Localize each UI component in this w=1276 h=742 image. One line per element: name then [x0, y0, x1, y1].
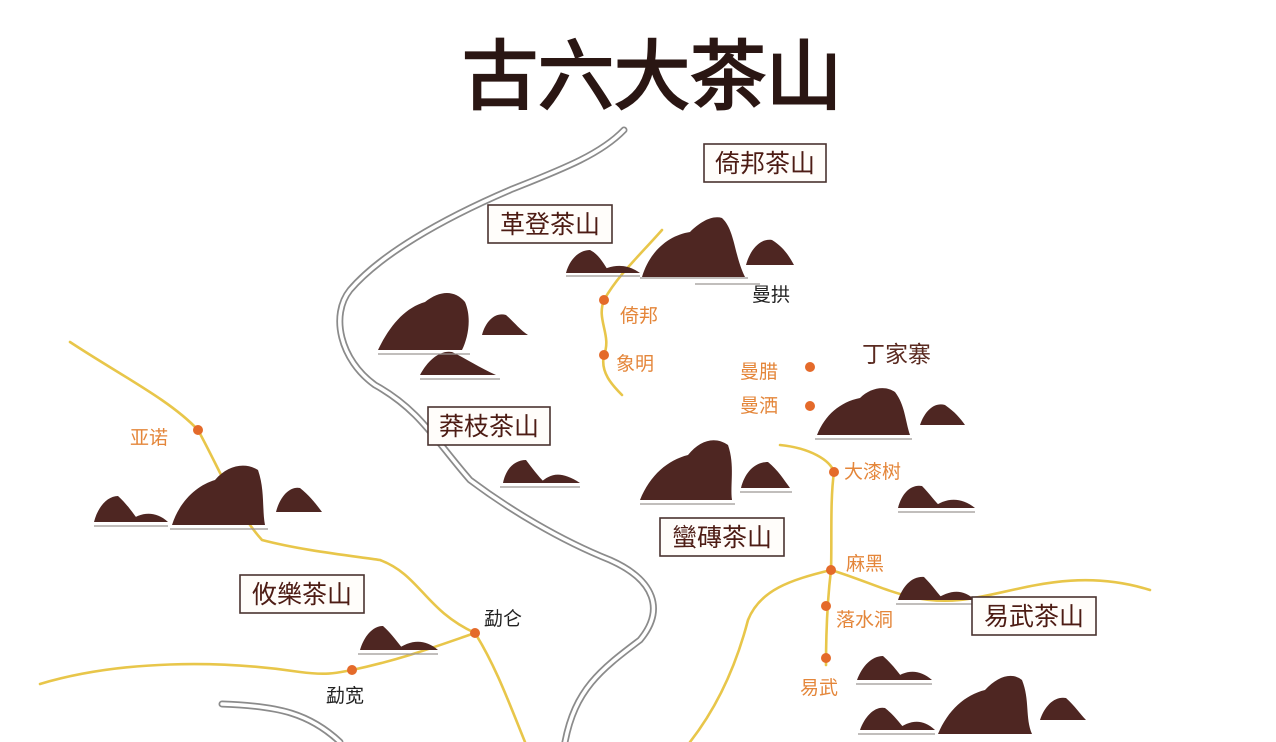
marker-daqishu [829, 467, 839, 477]
region-label-youle: 攸樂茶山 [252, 580, 352, 609]
marker-yibang [599, 295, 609, 305]
region-label-yiwu: 易武茶山 [984, 602, 1084, 631]
mountain-cluster-daqishu [898, 485, 975, 513]
region-yibang[interactable]: 倚邦茶山 [703, 143, 827, 183]
marker-yanuo [193, 425, 203, 435]
place-label-mahei: 麻黑 [846, 553, 884, 575]
region-label-mangzhi: 莽枝茶山 [439, 412, 539, 441]
place-labels: 倚邦 象明 曼腊 曼洒 大漆树 麻黑 落水洞 易武 亚诺 [130, 305, 901, 699]
roads [38, 228, 1152, 742]
place-label-luoshuidong: 落水洞 [836, 609, 893, 631]
place-label-manla: 曼腊 [740, 361, 778, 383]
place-label-dingjiazhai: 丁家寨 [862, 342, 931, 368]
marker-mansa [805, 401, 815, 411]
place-label-yiwu: 易武 [800, 677, 838, 699]
place-label-mengkuan: 勐宽 [326, 685, 364, 707]
marker-yiwu [821, 653, 831, 663]
mountain-cluster-yibang [566, 217, 794, 285]
marker-menglun [470, 628, 480, 638]
region-youle[interactable]: 攸樂茶山 [239, 574, 365, 614]
mountain-cluster-dingjiazhai [815, 388, 965, 440]
place-label-mangong: 曼拱 [752, 284, 790, 306]
region-label-manzhuan: 蠻磚茶山 [672, 523, 772, 552]
region-mangzhi[interactable]: 莽枝茶山 [427, 406, 551, 446]
place-label-daqishu: 大漆树 [844, 461, 901, 483]
town-markers [193, 295, 839, 675]
map-title: 古六大茶山 [462, 32, 842, 121]
region-label-yibang: 倚邦茶山 [715, 149, 815, 178]
black-labels: 勐仑 勐宽 曼拱 丁家寨 [326, 284, 931, 707]
region-label-gedeng: 革登茶山 [500, 210, 600, 239]
river [218, 126, 657, 742]
place-label-xiangming: 象明 [616, 353, 654, 375]
marker-mahei [826, 565, 836, 575]
marker-luoshuidong [821, 601, 831, 611]
mountain-cluster-gedeng [378, 293, 528, 380]
place-label-yibang: 倚邦 [620, 305, 658, 327]
mountain-cluster-youle [358, 626, 438, 655]
mountain-cluster-yiwu-north [896, 576, 975, 605]
region-yiwu[interactable]: 易武茶山 [971, 596, 1097, 636]
place-label-mansa: 曼洒 [740, 395, 778, 417]
region-manzhuan[interactable]: 蠻磚茶山 [659, 517, 785, 557]
region-gedeng[interactable]: 革登茶山 [487, 204, 613, 244]
marker-xiangming [599, 350, 609, 360]
place-label-menglun: 勐仑 [484, 608, 522, 630]
marker-mengkuan [347, 665, 357, 675]
mountains [94, 217, 1086, 735]
mountain-cluster-yiwu-south [856, 656, 1086, 735]
place-label-yanuo: 亚诺 [130, 427, 168, 449]
mountain-cluster-manzhuan [640, 440, 792, 505]
mountain-cluster-yanuo [94, 465, 322, 530]
marker-manla [805, 362, 815, 372]
mountain-cluster-mangzhi [500, 460, 580, 488]
